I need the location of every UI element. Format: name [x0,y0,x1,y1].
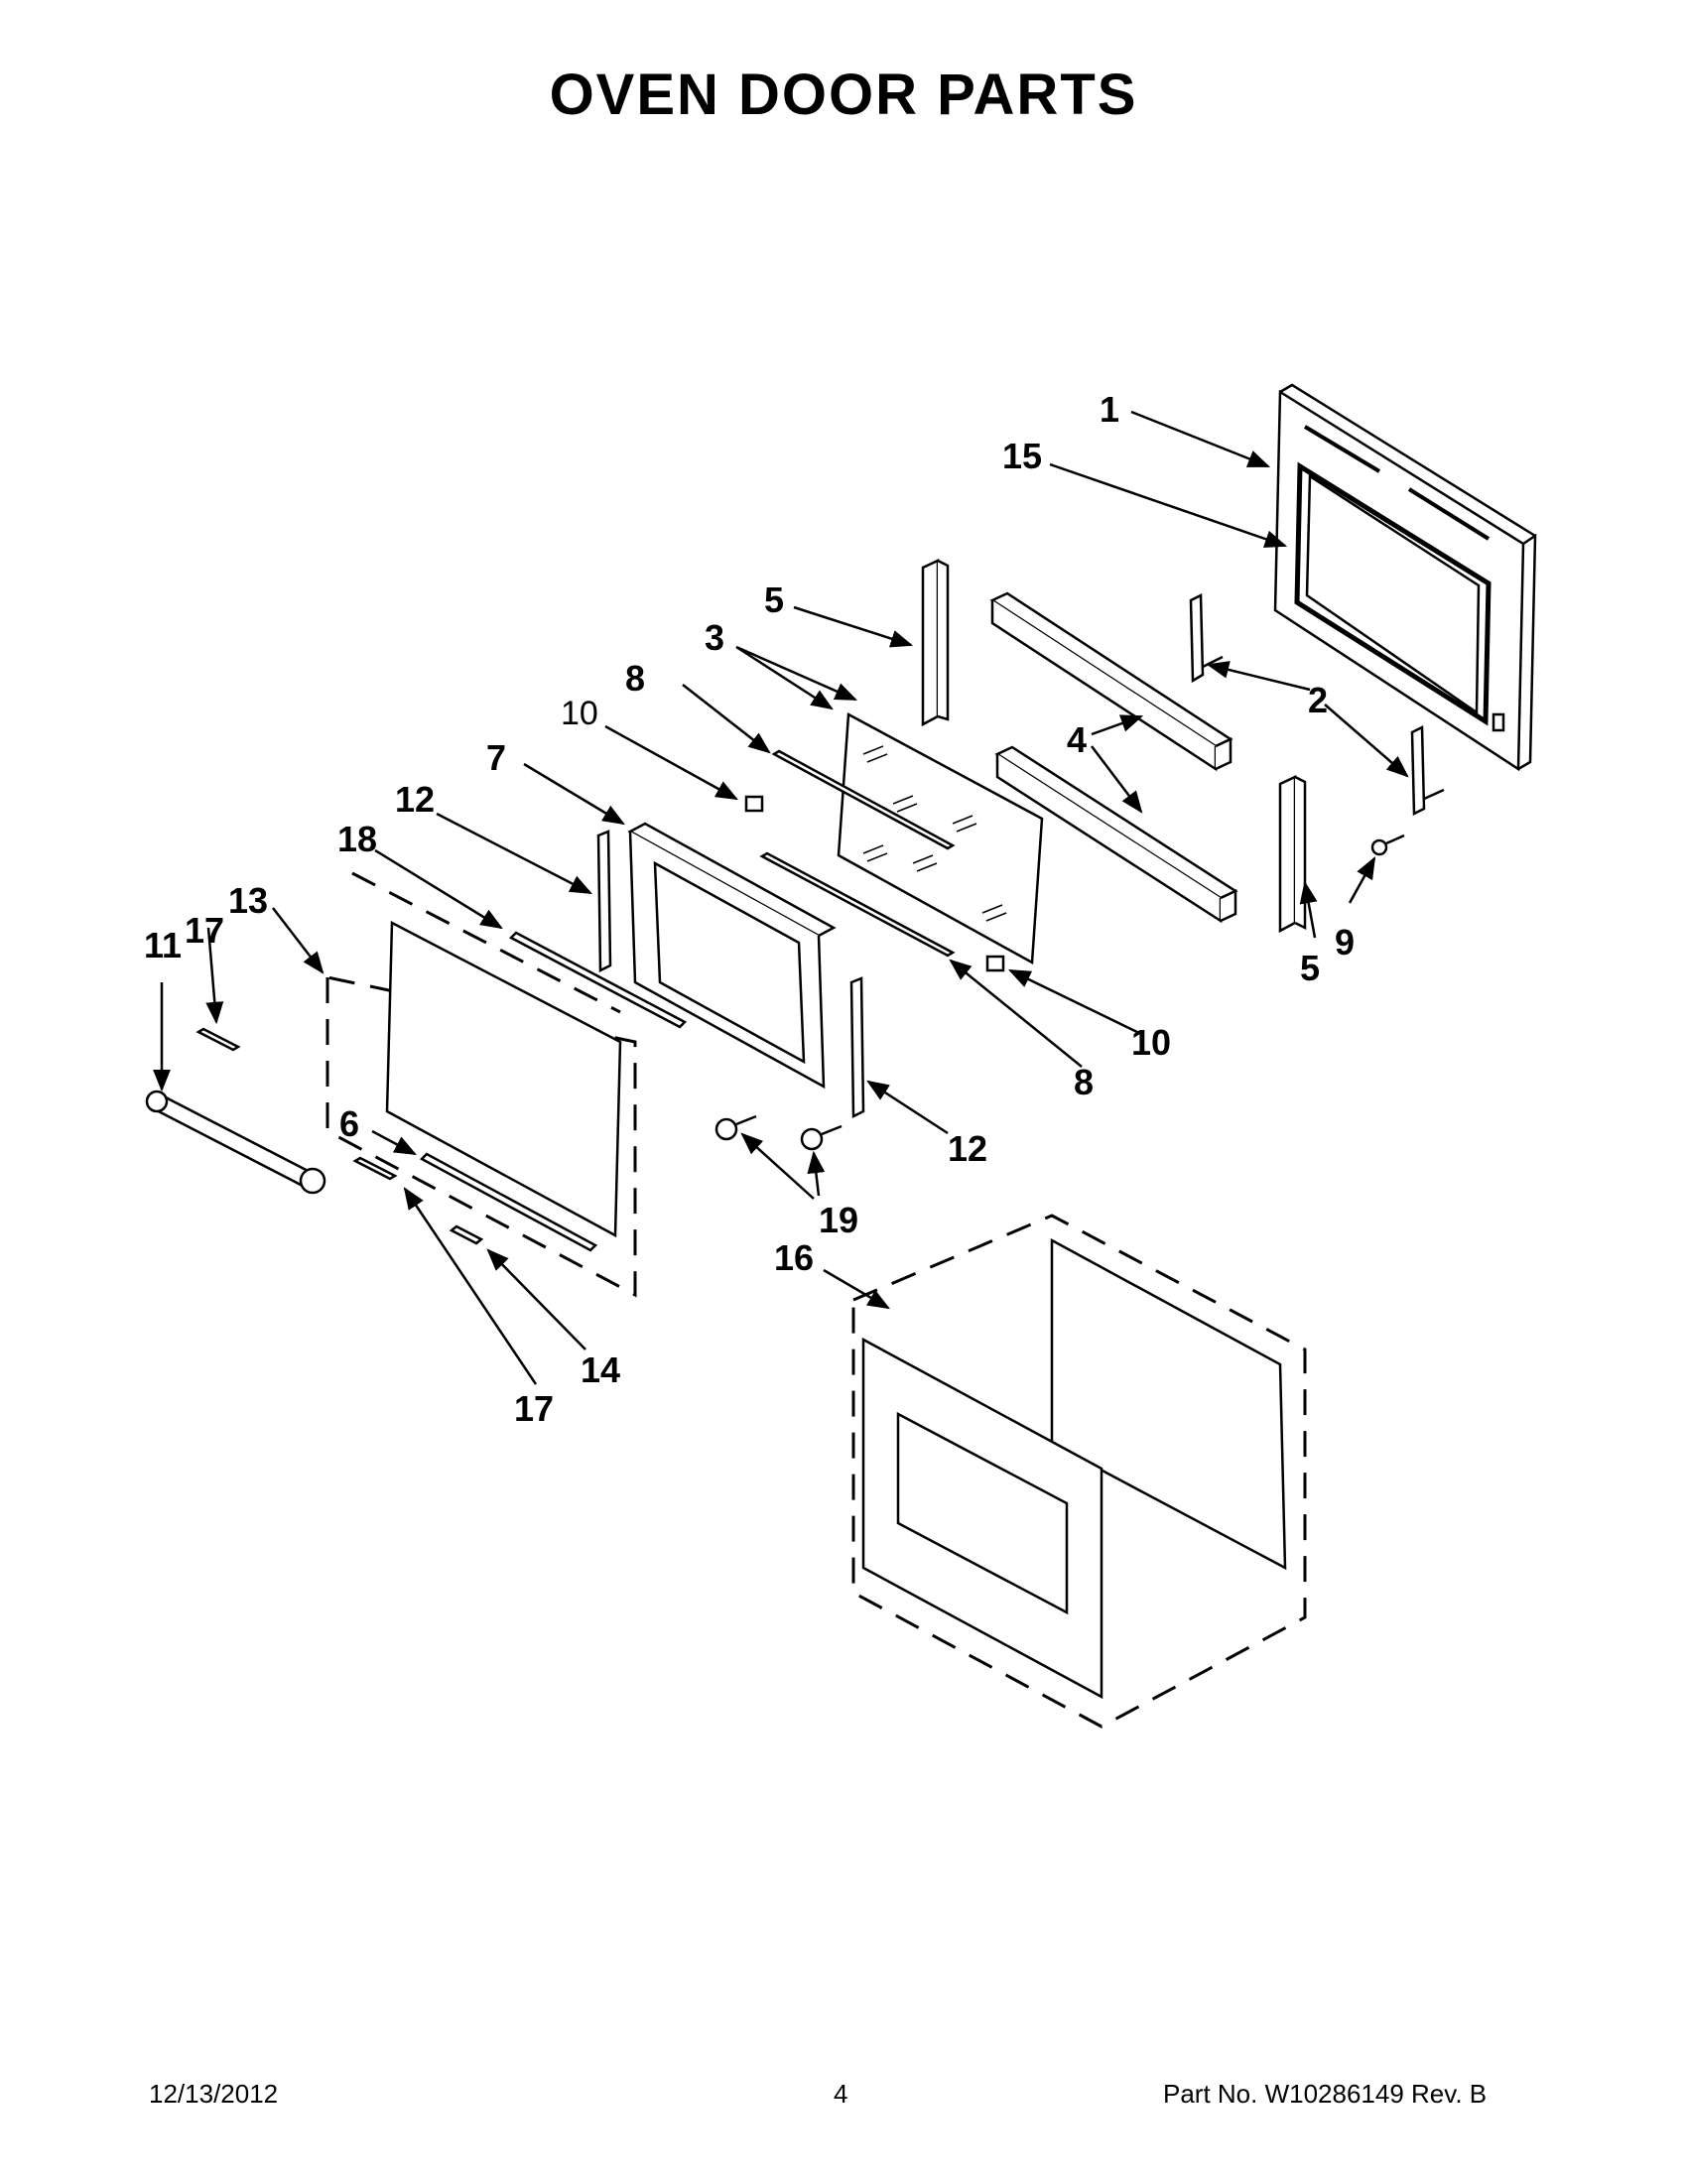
door-assembly-outline [325,871,637,1298]
door-vent-channel [989,591,1238,924]
callout-6: 6 [339,1103,359,1144]
door-screw [714,1114,843,1151]
callout-12-top: 12 [395,779,435,820]
callout-17-bottom: 17 [514,1388,554,1429]
callout-5-bottom: 5 [1300,948,1320,988]
inner-door-panel [1273,383,1537,772]
glass-spacer [744,795,1005,972]
outer-door-panel [385,920,622,1238]
callout-10-top: 10 [561,695,598,732]
callout-8-bottom: 8 [1074,1062,1094,1102]
callout-12-bottom: 12 [948,1128,987,1169]
footer-date: 12/13/2012 [149,2079,279,2109]
hinge-screw [1370,834,1405,856]
door-trim [419,931,688,1252]
callout-9: 9 [1335,922,1355,963]
callout-10-bottom: 10 [1131,1022,1171,1063]
callout-8-top: 8 [625,658,645,699]
glass-retainer-strip [759,749,956,958]
callout-19: 19 [819,1200,858,1240]
callout-1: 1 [1100,389,1119,430]
callout-16: 16 [774,1237,814,1278]
callout-18: 18 [337,819,377,859]
page-title: OVEN DOOR PARTS [549,63,1138,127]
outer-door-glass [861,1237,1287,1700]
callout-15: 15 [1002,436,1042,476]
callout-14: 14 [581,1349,620,1390]
callout-4: 4 [1067,719,1087,760]
door-hinge [1189,593,1445,816]
nameplate-badge [449,1224,484,1245]
door-hinge-support-top [921,559,950,727]
callout-2: 2 [1308,680,1328,720]
handle-spacer [195,1027,398,1181]
callout-17-top: 17 [185,910,224,951]
callout-13: 13 [228,880,268,921]
footer-part-number: Part No. W10286149 Rev. B [1163,2079,1488,2109]
callout-arrows [153,410,1409,1385]
callout-5-top: 5 [764,579,784,620]
callout-3: 3 [705,617,724,658]
door-hinge-support-bottom [1278,775,1307,934]
outer-door-assembly-outline [851,1214,1307,1729]
door-inner-frame [627,822,837,1090]
callout-11: 11 [144,925,182,965]
door-handle [145,1090,326,1195]
footer-page-number: 4 [834,2079,848,2109]
callout-7: 7 [486,737,506,778]
door-side-bracket [596,830,865,1119]
